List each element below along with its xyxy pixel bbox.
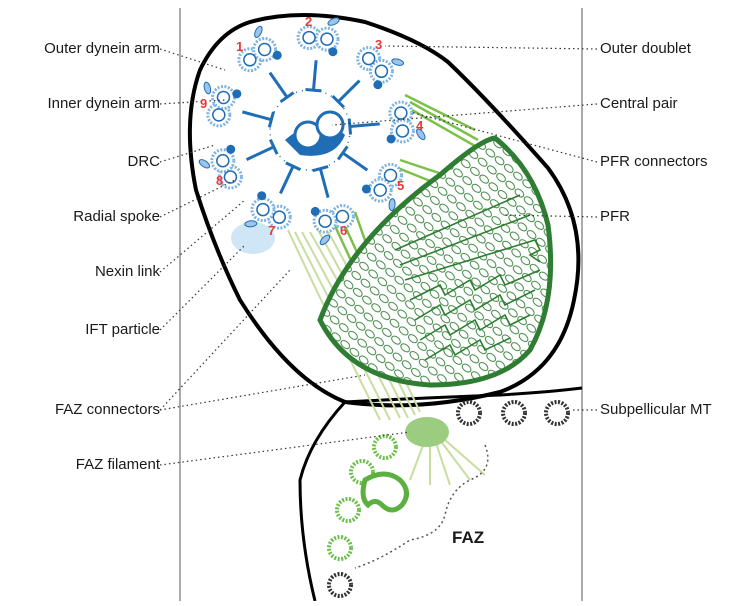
doublet-number-2: 2: [305, 14, 312, 29]
doublet-number-5: 5: [397, 178, 404, 193]
faz-bracket: [355, 445, 488, 568]
label-central-pair: Central pair: [600, 95, 678, 113]
doublet-number-1: 1: [236, 39, 243, 54]
faz-microtubules: [329, 436, 396, 596]
doublet-number-7: 7: [268, 223, 275, 238]
subpellicular-mt: [503, 402, 525, 424]
label-outer-dynein-arm: Outer dynein arm: [44, 40, 160, 58]
label-inner-dynein-arm: Inner dynein arm: [47, 95, 160, 113]
faz-microtubule: [329, 537, 351, 559]
doublet-number-9: 9: [200, 96, 207, 111]
faz-bottom-microtubule: [329, 574, 351, 596]
doublet-number-3: 3: [375, 37, 382, 52]
label-radial-spoke: Radial spoke: [73, 208, 160, 226]
doublet-number-6: 6: [340, 223, 347, 238]
subpellicular-mt: [546, 402, 568, 424]
faz-filament-shape: [405, 417, 449, 447]
doublet-number-8: 8: [216, 173, 223, 188]
subpellicular-microtubules: [458, 402, 568, 424]
label-faz-region: FAZ: [452, 528, 484, 548]
label-pfr: PFR: [600, 208, 630, 226]
label-ift-particle: IFT particle: [85, 321, 160, 339]
faz-microtubule: [374, 436, 396, 458]
label-subpellicular-mt: Subpellicular MT: [600, 401, 712, 419]
label-nexin-link: Nexin link: [95, 263, 160, 281]
subpellicular-mt: [458, 402, 480, 424]
label-pfr-connectors: PFR connectors: [600, 153, 708, 171]
label-faz-connectors: FAZ connectors: [55, 401, 160, 419]
doublet-number-4: 4: [416, 118, 423, 133]
label-outer-doublet: Outer doublet: [600, 40, 691, 58]
faz-microtubule: [337, 499, 359, 521]
label-drc: DRC: [128, 153, 161, 171]
label-faz-filament: FAZ filament: [76, 456, 160, 474]
faz-membrane-shape: [363, 474, 406, 510]
